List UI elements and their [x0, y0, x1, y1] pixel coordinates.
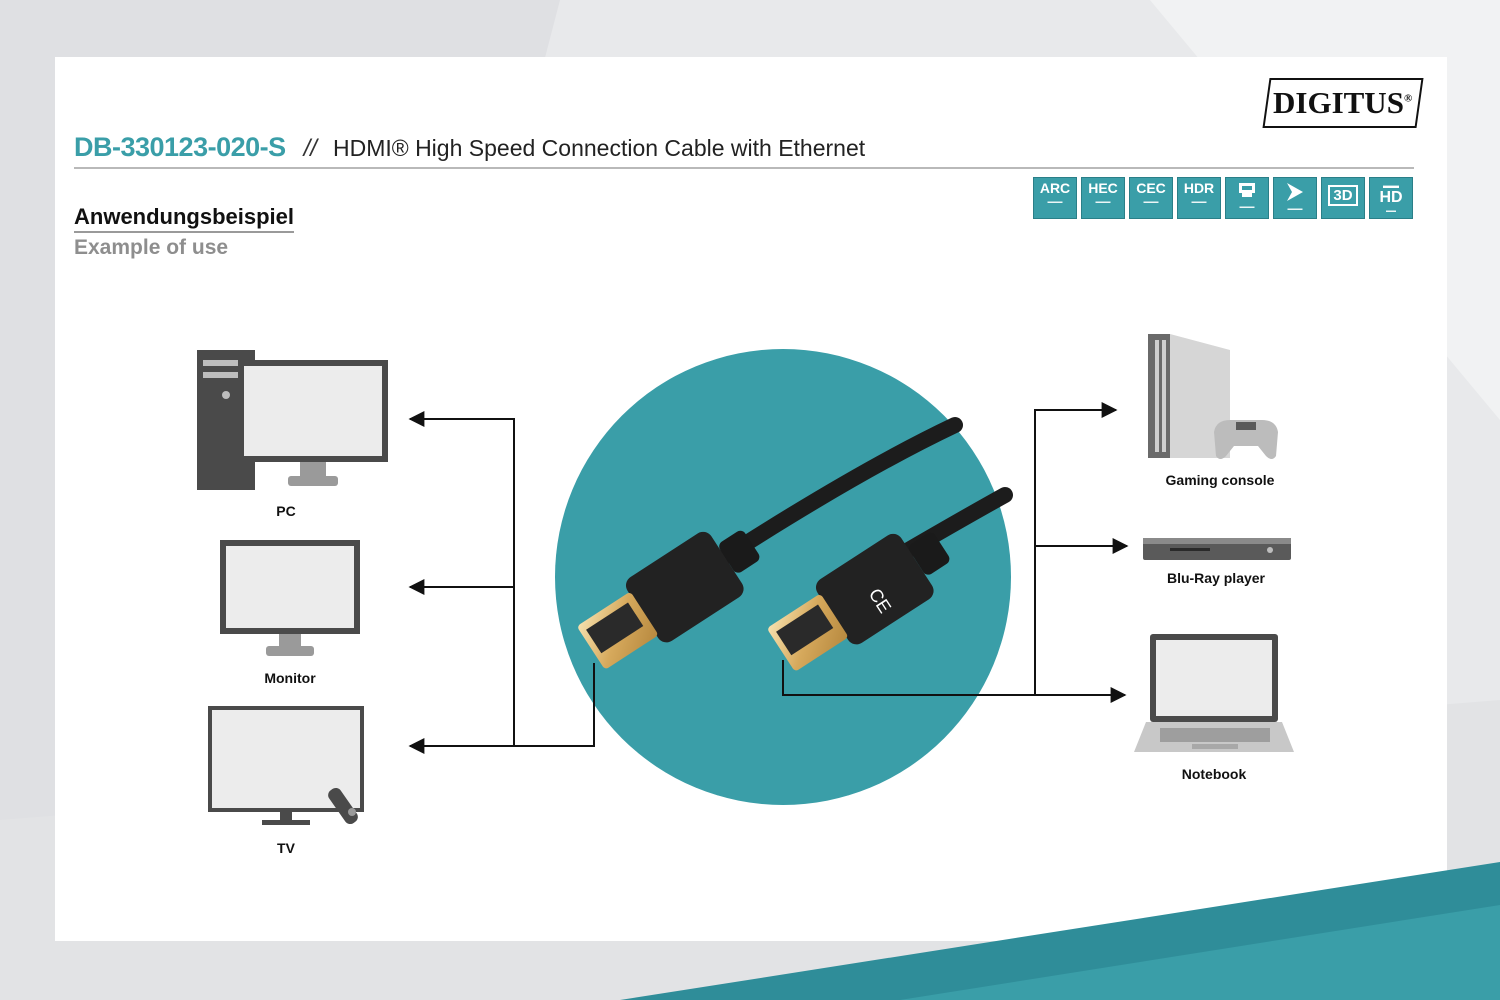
hdmi-plug-icon	[1239, 183, 1255, 197]
subtitle-english: Example of use	[74, 236, 229, 259]
badge-label: CEC	[1136, 180, 1166, 196]
hdmi-badge: ▬▬▬	[1225, 177, 1269, 219]
digitus-logo: DIGITUS®	[1262, 78, 1424, 128]
badge-label: HDR	[1183, 180, 1215, 196]
arc-badge: ARC▬▬▬	[1033, 177, 1077, 219]
header-rule	[74, 167, 1414, 169]
feature-badges: ARC▬▬▬ HEC▬▬▬ CEC▬▬▬ HDR▬▬▬ ▬▬▬ ▬▬▬ 3D ▬…	[1033, 177, 1413, 219]
label-pc: PC	[276, 503, 296, 519]
logo-mark: ®	[1404, 92, 1413, 105]
badge-label: ARC	[1039, 180, 1071, 196]
label-gaming-console: Gaming console	[1165, 472, 1275, 488]
play-arrow-icon	[1287, 183, 1303, 201]
label-notebook: Notebook	[1181, 766, 1247, 782]
product-header: DB-330123-020-S // HDMI® High Speed Conn…	[74, 132, 865, 163]
ultra-hd-badge: ▬▬ HD ▬▬	[1369, 177, 1413, 219]
hec-badge: HEC▬▬▬	[1081, 177, 1125, 219]
subtitle-german: Anwendungsbeispiel	[74, 204, 295, 233]
badge-label: HD	[1379, 189, 1403, 206]
header-separator: //	[303, 135, 317, 162]
badge-label: 3D	[1328, 185, 1358, 206]
badge-label: HEC	[1088, 180, 1118, 196]
logo-text: DIGITUS	[1273, 85, 1405, 120]
3d-badge: 3D	[1321, 177, 1365, 219]
label-blu-ray-player: Blu-Ray player	[1166, 570, 1266, 586]
label-monitor: Monitor	[264, 670, 316, 686]
plug-and-play-badge: ▬▬▬	[1273, 177, 1317, 219]
label-tv: TV	[277, 840, 295, 856]
product-title: HDMI® High Speed Connection Cable with E…	[332, 135, 866, 161]
product-code: DB-330123-020-S	[74, 132, 286, 162]
hdr-badge: HDR▬▬▬	[1177, 177, 1221, 219]
cec-badge: CEC▬▬▬	[1129, 177, 1173, 219]
